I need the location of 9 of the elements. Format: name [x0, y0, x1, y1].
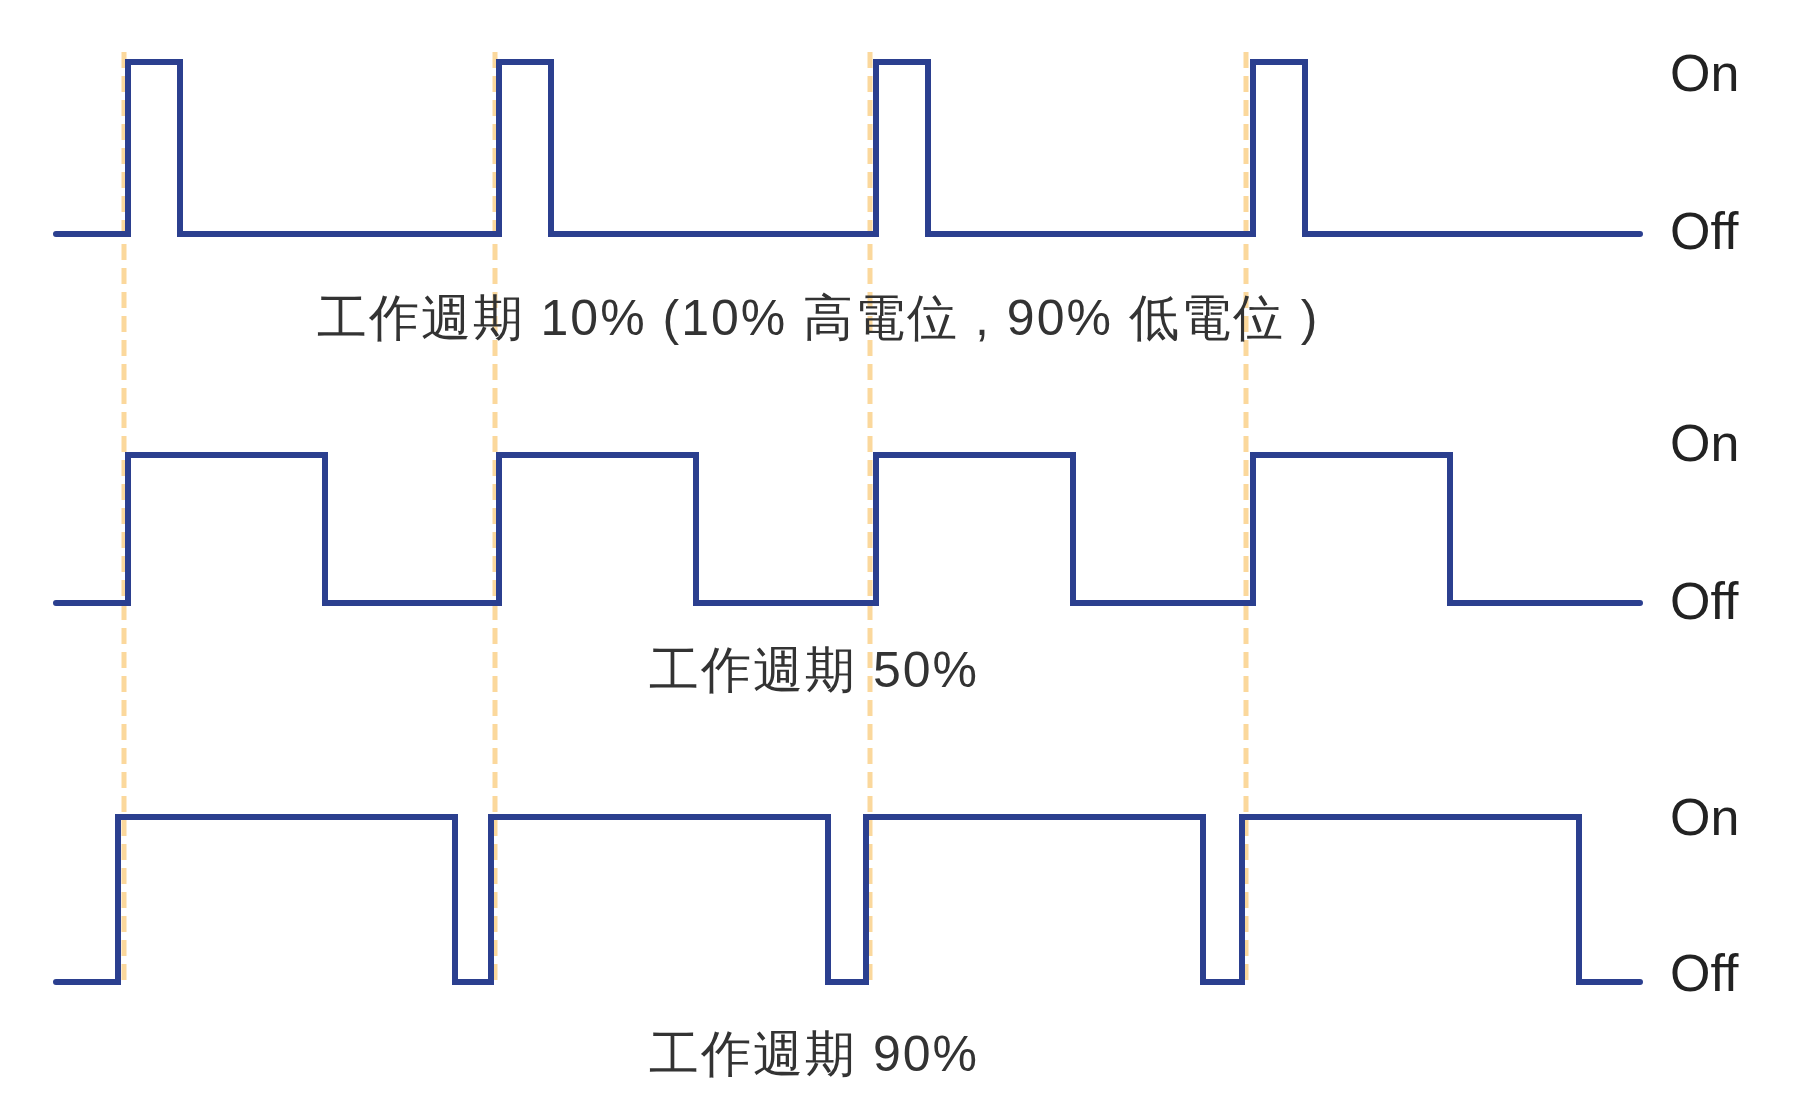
state-label: Off — [1670, 571, 1739, 631]
state-label: On — [1670, 43, 1740, 103]
state-label: On — [1670, 413, 1740, 473]
state-label: Off — [1670, 943, 1739, 1003]
waveform-caption: 工作週期 90% — [649, 1025, 979, 1084]
waveform-caption: 工作週期 10% (10% 高電位 , 90% 低電位 ) — [316, 289, 1320, 348]
state-label: On — [1670, 787, 1740, 847]
waveform-caption: 工作週期 50% — [649, 641, 979, 700]
state-label: Off — [1670, 201, 1739, 261]
